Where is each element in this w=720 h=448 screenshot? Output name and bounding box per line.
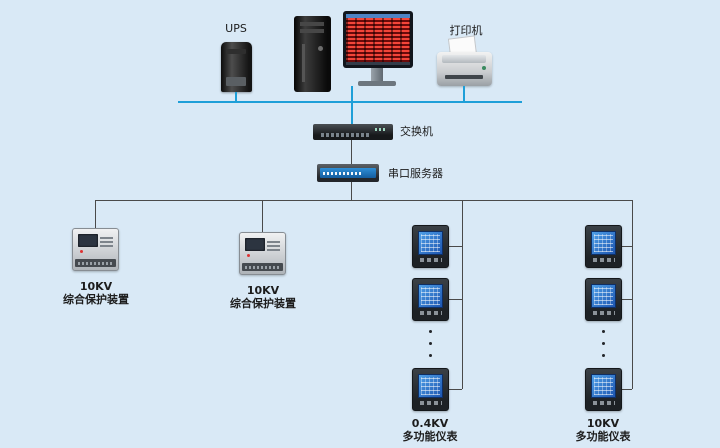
meter-stub [449, 389, 462, 390]
meter-screen-grid [421, 234, 440, 252]
more-devices-dots [428, 330, 432, 366]
meter-screen [418, 284, 443, 308]
switch-ports [321, 133, 369, 137]
printer-lid [442, 55, 486, 63]
wire-to-protection-a [95, 200, 96, 228]
switch-label: 交换机 [400, 125, 433, 138]
printer-power-led [482, 66, 486, 70]
meter-screen [591, 374, 616, 398]
wire-printer-to-bus [463, 86, 465, 102]
meter-stub [449, 299, 462, 300]
meter-buttons [593, 258, 615, 262]
meter-buttons [420, 401, 442, 405]
meter-screen-grid [421, 287, 440, 305]
ups-device [221, 42, 252, 92]
monitor-screen [346, 14, 410, 65]
meter-screen-grid [594, 234, 613, 252]
meter-buttons [420, 311, 442, 315]
wire-computer-to-bus [351, 86, 353, 102]
meter-device [412, 368, 449, 411]
meter-buttons [420, 258, 442, 262]
meter-screen [591, 284, 616, 308]
relay-terminals [78, 262, 113, 265]
meter-screen [591, 231, 616, 255]
ups-vent [226, 49, 246, 54]
meter-col-a-kv-label: 0.4KV [411, 417, 449, 430]
printer-label: 打印机 [449, 24, 483, 37]
switch-device [313, 124, 393, 140]
wire-server-to-fieldbus [351, 182, 352, 200]
meter-device [585, 225, 622, 268]
relay-display [245, 238, 265, 251]
protection-a-name-label: 综合保护装置 [63, 293, 129, 306]
wire-ups-to-bus [235, 92, 237, 102]
meter-screen-grid [421, 377, 440, 395]
protection-device-b [239, 232, 286, 275]
printer-device [437, 52, 492, 86]
switch-leds [375, 128, 387, 131]
drive-bay [300, 29, 324, 33]
meter-stub [622, 389, 632, 390]
meter-stub [622, 299, 632, 300]
serial-server-label: 串口服务器 [388, 167, 443, 180]
meter-column-b-riser [632, 200, 633, 389]
more-devices-dots [601, 330, 605, 366]
wire-bus-to-switch [351, 103, 353, 124]
meter-screen-grid [594, 377, 613, 395]
meter-buttons [593, 311, 615, 315]
network-bus-line [178, 101, 522, 103]
tower-vent-strip [302, 44, 305, 82]
meter-col-a-name-label: 多功能仪表 [402, 430, 458, 443]
pc-tower [294, 16, 331, 92]
protection-device-a [72, 228, 119, 271]
ups-label: UPS [225, 22, 247, 35]
protection-b-name-label: 综合保护装置 [230, 297, 296, 310]
meter-screen [418, 231, 443, 255]
meter-col-b-kv-label: 10KV [586, 417, 620, 430]
meter-buttons [593, 401, 615, 405]
monitor-stand [371, 68, 383, 81]
drive-bay [300, 22, 324, 26]
relay-display [78, 234, 98, 247]
power-button-icon [318, 46, 323, 51]
printer-output-slot [445, 75, 483, 79]
monitor-stand-base [358, 81, 396, 86]
meter-screen-grid [594, 287, 613, 305]
meter-stub [622, 246, 632, 247]
field-bus-line [95, 200, 632, 201]
relay-led [247, 254, 250, 257]
relay-keys [100, 235, 113, 247]
meter-device [585, 368, 622, 411]
wire-to-protection-b [262, 200, 263, 232]
monitor [343, 11, 413, 68]
meter-device [412, 278, 449, 321]
relay-terminals [245, 266, 280, 269]
serial-server-device [317, 164, 379, 182]
meter-col-b-name-label: 多功能仪表 [575, 430, 631, 443]
meter-screen [418, 374, 443, 398]
meter-column-a-riser [462, 200, 463, 389]
meter-device [585, 278, 622, 321]
meter-stub [449, 246, 462, 247]
meter-device [412, 225, 449, 268]
serial-server-ports [323, 172, 363, 175]
relay-keys [267, 239, 280, 251]
protection-b-kv-label: 10KV [246, 284, 280, 297]
protection-a-kv-label: 10KV [79, 280, 113, 293]
relay-led [80, 250, 83, 253]
wire-switch-to-server [351, 140, 352, 164]
ups-panel [226, 77, 246, 86]
